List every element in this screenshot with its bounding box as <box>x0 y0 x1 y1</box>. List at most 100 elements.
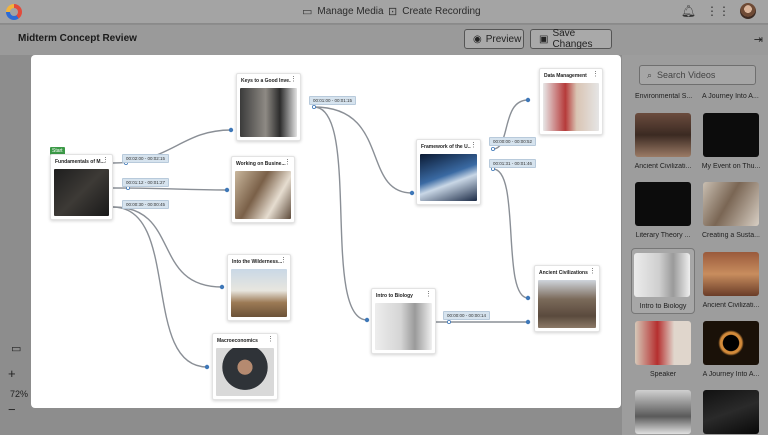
video-label: Creating a Susta... <box>701 232 761 239</box>
link-fundamentals-working <box>113 188 227 190</box>
video-card[interactable]: Speaker <box>633 321 693 378</box>
node-ancient-civilizations[interactable]: Ancient Civilizations ⋮ <box>534 265 600 332</box>
node-title: Working on Busine... <box>236 161 286 167</box>
video-thumbnail <box>703 113 759 157</box>
node-data-management[interactable]: Data Management ⋮ <box>539 68 603 135</box>
video-thumbnail <box>231 269 287 317</box>
link-framework-ancient <box>493 169 528 298</box>
video-thumbnail <box>538 280 596 328</box>
video-card[interactable]: Ancient Civilizati... <box>701 252 761 309</box>
search-placeholder: Search Videos <box>657 70 715 80</box>
video-thumbnail <box>54 169 109 216</box>
video-card[interactable]: Creating a Susta... <box>701 182 761 239</box>
node-title: Macroeconomics <box>217 338 258 344</box>
node-biology[interactable]: Intro to Biology ⋮ <box>371 288 436 354</box>
node-title: Ancient Civilizations <box>539 270 588 276</box>
search-videos-input[interactable]: ⌕ Search Videos <box>639 65 756 85</box>
create-recording-link[interactable]: ⊡ Create Recording <box>388 5 481 18</box>
collapse-panel-icon[interactable]: ⇥ <box>754 33 763 46</box>
node-title: Data Management <box>544 73 587 79</box>
timestamp-label[interactable]: 00:00:00 - 00:00:52 <box>489 137 536 146</box>
top-bar: ▭ Manage Media ⊡ Create Recording 🔔︎ ⋮⋮ <box>0 0 768 24</box>
record-icon: ⊡ <box>388 5 397 18</box>
screen-icon[interactable]: ▭ <box>11 342 21 355</box>
timestamp-label[interactable]: 00:01:31 - 00:01:46 <box>489 159 536 168</box>
more-options-icon[interactable]: ⋮ <box>589 268 596 275</box>
node-title: Framework of the U... <box>421 144 471 150</box>
video-thumbnail <box>420 154 477 201</box>
zoom-in-button[interactable]: + <box>8 366 16 381</box>
video-label: Speaker <box>633 371 693 378</box>
video-card-selected[interactable]: Intro to Biology <box>631 248 695 314</box>
timestamp-label[interactable]: 00:00:30 - 00:00:45 <box>122 200 169 209</box>
video-card[interactable] <box>701 390 761 434</box>
node-macro[interactable]: Macroeconomics ⋮ <box>212 333 278 400</box>
video-card[interactable]: My Event on Thu... <box>701 113 761 170</box>
folder-icon: ▭ <box>302 5 312 18</box>
video-thumbnail <box>635 390 691 434</box>
app-logo[interactable] <box>6 4 22 20</box>
video-label: Ancient Civilizati... <box>701 302 761 309</box>
video-label[interactable]: Environmental S... <box>635 93 693 100</box>
video-card[interactable] <box>633 390 693 434</box>
manage-media-link[interactable]: ▭ Manage Media <box>302 5 384 18</box>
video-label: Intro to Biology <box>632 303 694 310</box>
node-title: Into the Wilderness... <box>232 259 282 265</box>
save-changes-button[interactable]: ▣ Save Changes <box>530 29 612 49</box>
video-label: Ancient Civilizati... <box>633 163 693 170</box>
timestamp-label[interactable]: 00:01:12 - 00:01:27 <box>122 178 169 187</box>
node-working[interactable]: Working on Busine... ⋮ <box>231 156 295 223</box>
zoom-out-button[interactable]: − <box>8 402 16 417</box>
flow-canvas[interactable]: 00:02:00 - 00:02:15 00:01:12 - 00:01:27 … <box>31 55 621 408</box>
video-thumbnail <box>703 321 759 365</box>
node-wilderness[interactable]: Into the Wilderness... ⋮ <box>227 254 291 321</box>
more-options-icon[interactable]: ⋮ <box>267 336 274 343</box>
connection-lines <box>31 55 621 408</box>
title-bar: Midterm Concept Review ◉ Preview ▣ Save … <box>0 25 768 55</box>
timestamp-label[interactable]: 00:01:00 - 00:01:15 <box>309 96 356 105</box>
manage-media-label: Manage Media <box>317 6 383 17</box>
preview-label: Preview <box>486 34 522 45</box>
more-options-icon[interactable]: ⋮ <box>592 71 599 78</box>
video-label: My Event on Thu... <box>701 163 761 170</box>
more-options-icon[interactable]: ⋮ <box>280 257 287 264</box>
page-title: Midterm Concept Review <box>18 33 137 44</box>
node-framework[interactable]: Framework of the U... ⋮ <box>416 139 481 205</box>
video-thumbnail <box>703 390 759 434</box>
video-thumbnail <box>235 171 291 219</box>
video-label: Literary Theory ... <box>633 232 693 239</box>
more-options-icon[interactable]: ⋮ <box>102 157 109 164</box>
video-card[interactable]: Ancient Civilizati... <box>633 113 693 170</box>
timestamp-label[interactable]: 00:02:00 - 00:02:15 <box>122 154 169 163</box>
video-card[interactable]: Literary Theory ... <box>633 182 693 239</box>
link-fundamentals-macro <box>113 207 207 367</box>
apps-grid-icon[interactable]: ⋮⋮ <box>706 4 730 18</box>
notification-bell-icon[interactable]: 🔔︎ <box>681 4 696 18</box>
video-thumbnail <box>635 182 691 226</box>
node-keys[interactable]: Keys to a Good Inve... ⋮ <box>236 73 301 141</box>
save-icon: ▣ <box>539 34 548 45</box>
video-thumbnail <box>635 113 691 157</box>
timestamp-label[interactable]: 00:00:00 - 00:00:14 <box>443 311 490 320</box>
create-recording-label: Create Recording <box>402 6 480 17</box>
zoom-level: 72% <box>10 389 28 399</box>
eye-icon: ◉ <box>473 34 482 45</box>
more-options-icon[interactable]: ⋮ <box>284 159 291 166</box>
video-card[interactable]: A Journey Into A... <box>701 321 761 378</box>
link-keys-biology <box>314 107 367 320</box>
video-thumbnail <box>634 253 690 297</box>
more-options-icon[interactable]: ⋮ <box>425 291 432 298</box>
video-library-panel: ⌕ Search Videos Environmental S... A Jou… <box>622 55 768 435</box>
link-fundamentals-wilderness <box>113 207 222 287</box>
search-icon: ⌕ <box>647 70 652 81</box>
node-fundamentals[interactable]: Fundamentals of M... ⋮ <box>50 154 113 220</box>
video-thumbnail <box>240 88 297 137</box>
node-title: Keys to a Good Inve... <box>241 78 291 84</box>
more-options-icon[interactable]: ⋮ <box>290 76 297 83</box>
preview-button[interactable]: ◉ Preview <box>464 29 524 49</box>
video-label[interactable]: A Journey Into A... <box>702 93 762 100</box>
more-options-icon[interactable]: ⋮ <box>470 142 477 149</box>
video-thumbnail <box>703 252 759 296</box>
user-avatar[interactable] <box>740 3 756 19</box>
node-title: Intro to Biology <box>376 293 413 299</box>
